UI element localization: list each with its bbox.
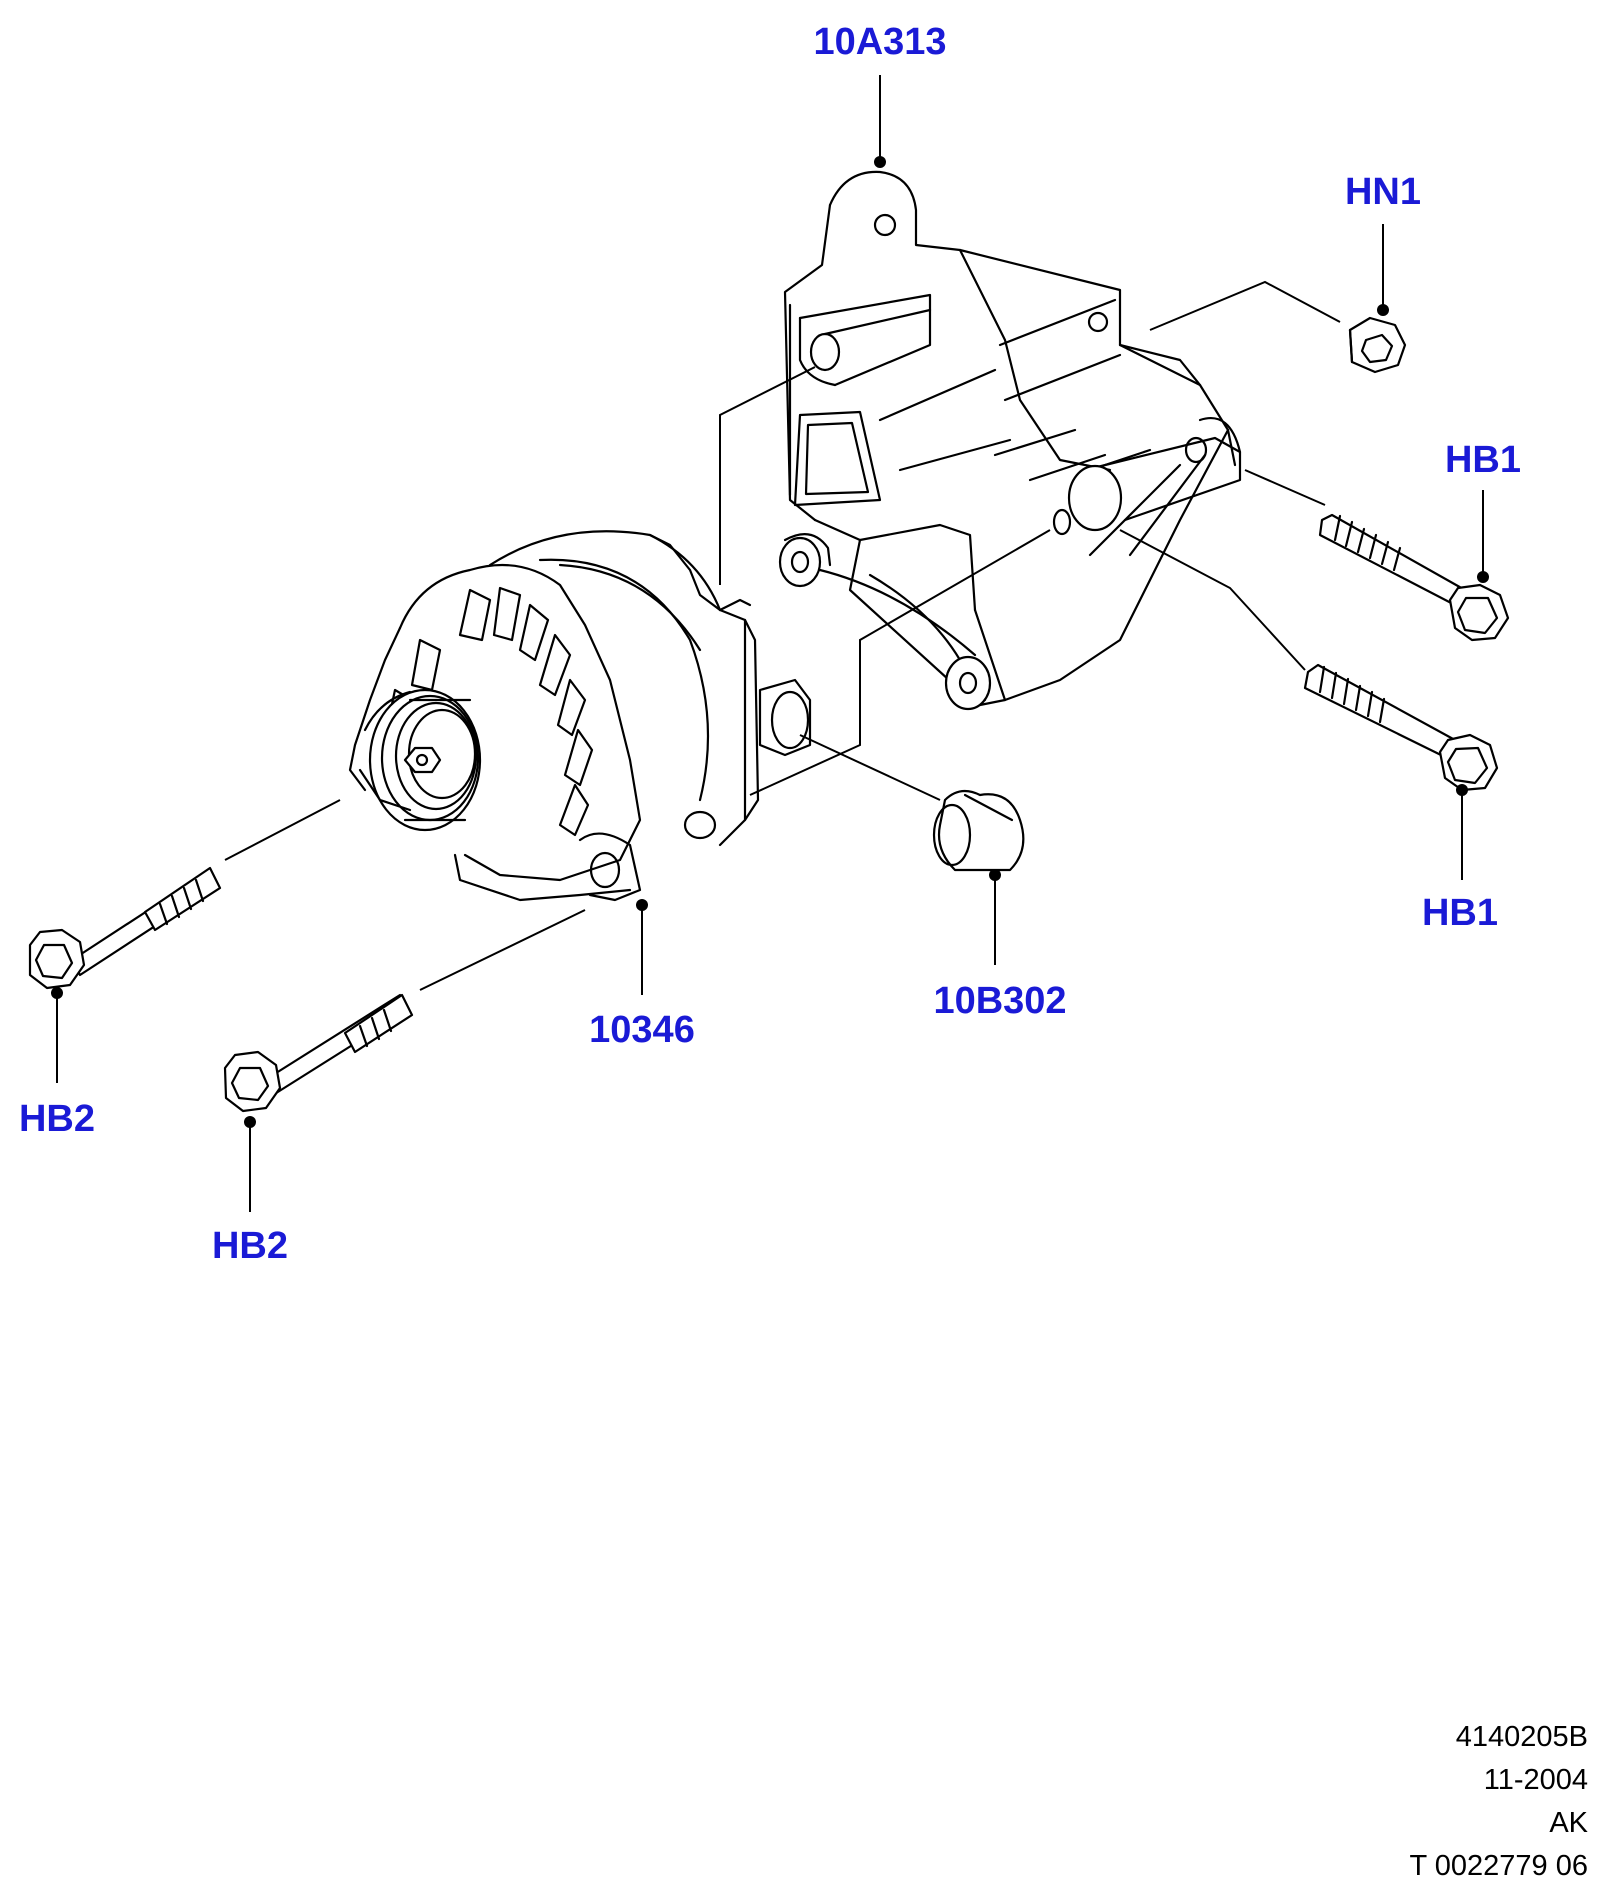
callout-label-nut: HN1 <box>1345 171 1421 213</box>
terminal-cap <box>932 789 1025 872</box>
assembly-lines <box>224 280 1341 991</box>
bolt-upper-right <box>1318 513 1510 642</box>
callout-10a313: 10A313 <box>813 21 947 168</box>
mounting-bracket <box>778 170 1242 711</box>
callout-label-bolt-left-lower: HB2 <box>212 1225 288 1267</box>
callout-label-bolt-lower-right: HB1 <box>1422 892 1498 934</box>
drawing-id: T 0022779 06 <box>1409 1850 1588 1882</box>
callout-label-bolt-upper-right: HB1 <box>1445 439 1521 481</box>
callout-hb2-upper: HB2 <box>19 987 95 1140</box>
bolt-lower-right <box>1303 663 1499 792</box>
callout-hb1-lower: HB1 <box>1422 784 1498 934</box>
hex-nut <box>1348 316 1407 374</box>
drawing-date: 11-2004 <box>1483 1764 1588 1796</box>
bolt-left-upper <box>28 866 222 990</box>
alternator <box>348 530 812 902</box>
callout-label-bolt-left-upper: HB2 <box>19 1098 95 1140</box>
drawing-number: 4140205B <box>1455 1721 1588 1753</box>
drawing-reference-block: 4140205B 11-2004 AK T 0022779 06 <box>1288 1716 1588 1888</box>
callout-hb2-lower: HB2 <box>212 1116 288 1267</box>
callout-hb1-upper: HB1 <box>1445 439 1521 583</box>
callout-10b302: 10B302 <box>933 869 1067 1022</box>
bolt-left-lower <box>223 993 414 1113</box>
callout-hn1: HN1 <box>1345 171 1421 316</box>
callout-label-cap: 10B302 <box>933 980 1066 1022</box>
callout-10346: 10346 <box>589 899 695 1051</box>
callout-label-alternator: 10346 <box>589 1009 695 1051</box>
drawing-code: AK <box>1549 1807 1588 1839</box>
callout-label-bracket: 10A313 <box>813 21 946 63</box>
